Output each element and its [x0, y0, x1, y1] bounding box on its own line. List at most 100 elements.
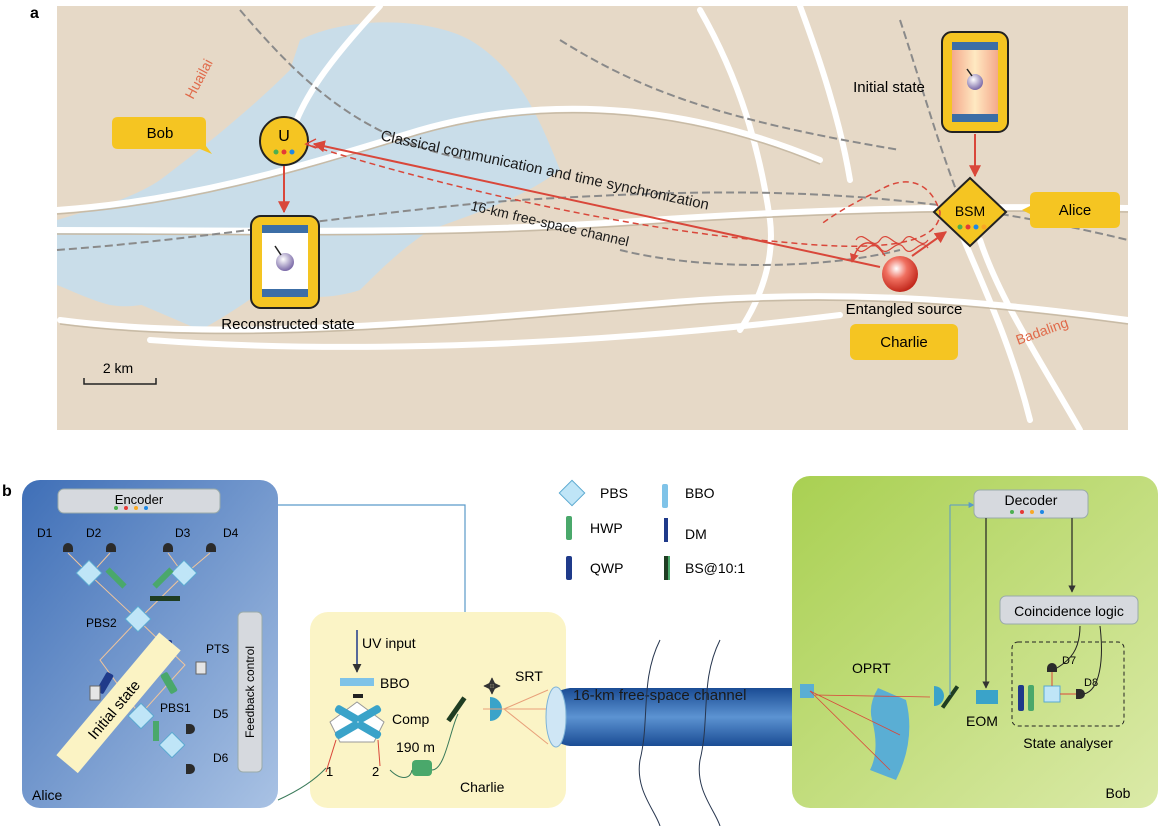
legend-bbo-label: BBO	[685, 485, 715, 501]
beam-cone-bottom	[503, 708, 549, 745]
spin-arrow-icon	[274, 245, 282, 256]
decoder-label: Decoder	[1005, 492, 1058, 508]
feedback-box[interactable]	[237, 611, 263, 773]
uv-input-label: UV input	[362, 635, 416, 651]
legend-qwp-icon	[566, 556, 572, 580]
bob-panel-label: Bob	[1106, 785, 1131, 801]
transmit-telescope-icon	[545, 686, 567, 748]
detector-d4-label: D4	[223, 526, 239, 540]
legend-dm-label: DM	[685, 526, 707, 542]
reconstructed-state-label: Reconstructed state	[221, 316, 354, 333]
classical-arrowhead-icon	[304, 138, 317, 149]
reservoir-water	[57, 22, 560, 330]
alice-pbs-low-icon	[158, 731, 186, 759]
source-to-bsm-arrow	[911, 231, 947, 257]
bsm-node	[932, 176, 1008, 248]
legend-hwp-icon	[566, 516, 572, 540]
bob-tag-label: Bob	[147, 125, 174, 142]
detector-d6-label: D6	[213, 751, 229, 765]
reconstructed-atom-icon	[276, 253, 294, 271]
bob-hwp-icon	[1028, 685, 1034, 711]
roads	[54, 3, 1131, 433]
oprt-label: OPRT	[852, 660, 891, 676]
dm-icon	[353, 694, 363, 698]
pts-label: PTS	[206, 642, 229, 656]
initial-state-label: Initial state	[853, 79, 925, 96]
charlie-panel	[310, 612, 566, 808]
alice-hwp-left-icon	[105, 567, 127, 589]
bbo-label: BBO	[380, 675, 410, 691]
comp-crystal-3-icon	[334, 721, 360, 739]
bsm-dot-green	[957, 224, 963, 230]
legend-bs-icon	[664, 556, 668, 580]
panel-a-letter: a	[30, 5, 39, 22]
coincidence-box	[999, 595, 1139, 625]
d7-label: D7	[1062, 655, 1076, 667]
scale-bar-label: 2 km	[103, 360, 133, 376]
d5-detector-icon	[186, 724, 195, 734]
detector-signal-lines	[1056, 625, 1102, 695]
detector-d5-label: D5	[213, 707, 229, 721]
initial-spin-arrow-icon	[966, 68, 973, 77]
railways	[56, 9, 1129, 266]
legend-qwp-label: QWP	[590, 560, 623, 576]
detector-d2-label: D2	[86, 526, 102, 540]
entangled-source-icon	[882, 256, 918, 292]
alice-hwp-mid-icon	[160, 672, 178, 694]
decoder-dot-green	[1010, 510, 1014, 514]
u-dot-blue	[289, 149, 295, 155]
entanglement-wave-icon	[855, 236, 929, 244]
detector-icons	[63, 543, 216, 552]
bbo-crystal-icon	[340, 678, 374, 686]
decoder-dot-yellow	[1030, 510, 1034, 514]
legend-bs-label: BS@10:1	[685, 560, 745, 576]
bsm-dot-blue	[973, 224, 979, 230]
legend-pbs-icon	[558, 479, 586, 507]
alice-hwp-right-icon	[152, 567, 174, 589]
feedback-label: Feedback control	[243, 646, 257, 738]
encoder-dot-green	[114, 506, 118, 510]
channel-break-2	[698, 639, 721, 826]
alice-mirror-icon	[89, 685, 101, 701]
bsm-dot-yellow	[981, 224, 987, 230]
reconstructed-mirror-top	[262, 225, 308, 233]
d2-detector-icon	[106, 543, 116, 552]
channel-label: 16-km free-space channel	[573, 687, 746, 704]
pts-icon	[195, 661, 207, 675]
coincidence-label: Coincidence logic	[1014, 603, 1124, 619]
d4-detector-icon	[206, 543, 216, 552]
d1-detector-icon	[63, 543, 73, 552]
alice-tag-label: Alice	[1059, 202, 1092, 219]
free-space-channel-line	[312, 140, 881, 268]
unitary-node	[259, 116, 309, 166]
comp-crystal-2-icon	[356, 705, 382, 723]
fiber-spool-icon	[412, 760, 432, 776]
comp-label: Comp	[392, 711, 430, 727]
encoder-dot-blue	[144, 506, 148, 510]
legend-bbo-icon	[662, 484, 668, 508]
bsm-dot-red	[965, 224, 971, 230]
charlie-tag-label: Charlie	[880, 334, 928, 351]
detector-d1-label: D1	[37, 526, 53, 540]
eom-label: EOM	[966, 713, 998, 729]
charlie-tag	[850, 324, 958, 360]
bob-lens-icon	[934, 686, 944, 706]
encoder-dot-yellow	[134, 506, 138, 510]
fiber-to-alice-line	[277, 767, 327, 801]
reconstructed-mirror-bottom	[262, 289, 308, 297]
output-1-beam	[325, 739, 337, 773]
scale-bar	[83, 378, 157, 385]
pbs1-label: PBS1	[160, 701, 191, 715]
d7-detector-icon	[1047, 663, 1057, 672]
encoder-dot-red	[124, 506, 128, 510]
bob-tag	[112, 117, 212, 154]
panel-b-letter: b	[2, 483, 12, 500]
bob-bs-icon	[940, 685, 960, 709]
pbs1-icon	[127, 702, 155, 730]
oprt-beam	[809, 690, 931, 771]
eom-icon	[976, 690, 998, 704]
legend-pbs-label: PBS	[600, 485, 628, 501]
decoder-dot-blue	[1040, 510, 1044, 514]
channel-break-1	[638, 639, 661, 826]
